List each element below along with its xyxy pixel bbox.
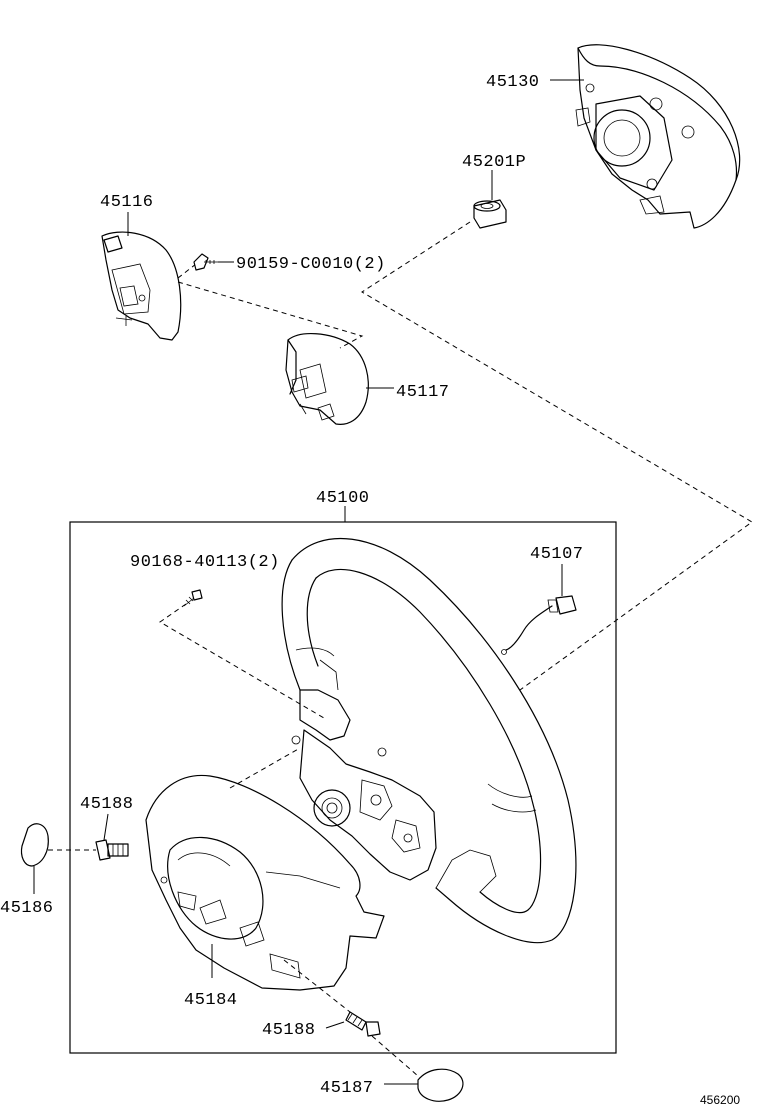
switch-cover-45117[interactable] bbox=[285, 333, 369, 425]
wire-harness-45107[interactable] bbox=[501, 595, 577, 655]
label-45184: 45184 bbox=[184, 991, 238, 1010]
label-45107: 45107 bbox=[530, 545, 584, 564]
figure-code: 456200 bbox=[700, 1093, 740, 1107]
airbag-assembly-45130[interactable] bbox=[575, 44, 741, 229]
screw-90168[interactable] bbox=[183, 589, 203, 607]
label-45188-upper: 45188 bbox=[80, 795, 134, 814]
label-45201p: 45201P bbox=[462, 153, 526, 172]
bolt-45188-lower[interactable] bbox=[345, 1011, 381, 1037]
label-45188-lower: 45188 bbox=[262, 1021, 316, 1040]
label-90159: 90159-C0010(2) bbox=[236, 255, 386, 274]
switch-cover-45116[interactable] bbox=[101, 231, 182, 341]
label-45100: 45100 bbox=[316, 489, 370, 508]
cap-45187[interactable] bbox=[417, 1068, 464, 1102]
label-45117: 45117 bbox=[396, 383, 450, 402]
assembly-frame bbox=[69, 521, 617, 1054]
lower-cover-45184[interactable] bbox=[145, 774, 385, 991]
leader-45188-upper bbox=[103, 813, 109, 841]
label-45186: 45186 bbox=[0, 899, 54, 918]
bolt-45188-upper[interactable] bbox=[95, 839, 129, 861]
leader-45188-lower bbox=[325, 1021, 345, 1029]
label-45187: 45187 bbox=[320, 1079, 374, 1098]
steering-wheel-45100[interactable] bbox=[281, 537, 577, 944]
label-45130: 45130 bbox=[486, 73, 540, 92]
screw-90159[interactable] bbox=[193, 253, 218, 271]
label-90168: 90168-40113(2) bbox=[130, 553, 280, 572]
cap-45186[interactable] bbox=[20, 823, 49, 867]
label-45116: 45116 bbox=[100, 193, 154, 212]
spacer-45201p[interactable] bbox=[473, 199, 507, 229]
dashed-connectors bbox=[48, 221, 753, 1077]
